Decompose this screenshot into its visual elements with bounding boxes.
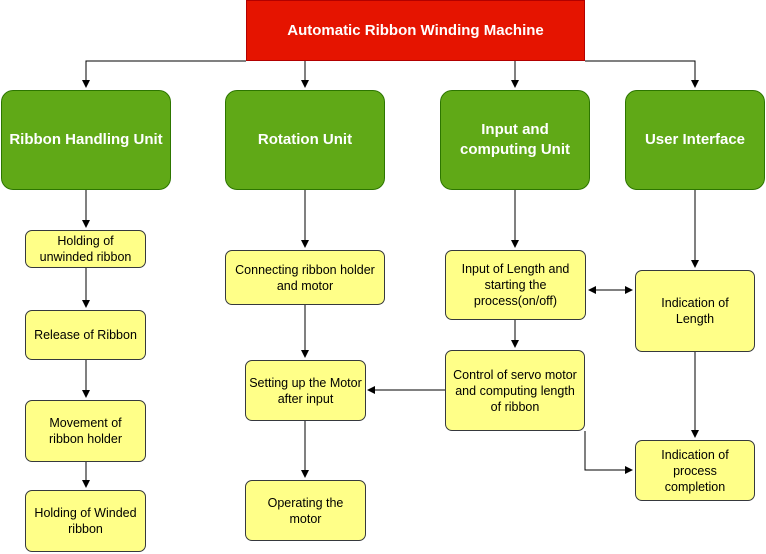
- task-indication-length: Indication of Length: [635, 270, 755, 352]
- task-input-length-label: Input of Length and starting the process…: [461, 262, 570, 308]
- task-holding-winded: Holding of Winded ribbon: [25, 490, 146, 552]
- task-setting-motor: Setting up the Motor after input: [245, 360, 366, 421]
- unit-rotation-label: Rotation Unit: [257, 131, 353, 148]
- task-holding-unwinded-label: Holding of unwinded ribbon: [39, 234, 132, 264]
- unit-ribbon-handling-label: Ribbon Handling Unit: [9, 131, 163, 148]
- task-control-servo: Control of servo motor and computing len…: [445, 350, 585, 431]
- root-title: Automatic Ribbon Winding Machine: [287, 22, 544, 39]
- task-indication-length-label: Indication of Length: [661, 296, 729, 326]
- task-release-ribbon-label: Release of Ribbon: [34, 328, 137, 342]
- task-setting-motor-label: Setting up the Motor after input: [249, 375, 362, 406]
- task-holding-unwinded: Holding of unwinded ribbon: [25, 230, 146, 268]
- edge-root-to-ribbon-handling: [82, 60, 246, 88]
- unit-user-interface-label: User Interface: [644, 131, 746, 148]
- unit-input-computing-label: Input and computing Unit: [460, 121, 570, 158]
- unit-rotation: Rotation Unit: [225, 90, 385, 190]
- task-connecting-holder-label: Connecting ribbon holder and motor: [235, 262, 375, 293]
- root-title-box: Automatic Ribbon Winding Machine: [246, 0, 585, 61]
- unit-input-computing: Input and computing Unit: [440, 90, 590, 190]
- task-indication-completion-label: Indication of process completion: [661, 447, 729, 494]
- unit-user-interface: User Interface: [625, 90, 765, 190]
- task-input-length: Input of Length and starting the process…: [445, 250, 586, 320]
- unit-ribbon-handling: Ribbon Handling Unit: [1, 90, 171, 190]
- edge-root-to-user-interface: [585, 60, 699, 88]
- task-operating-motor: Operating the motor: [245, 480, 366, 541]
- task-operating-motor-label: Operating the motor: [267, 495, 344, 526]
- task-movement-holder: Movement of ribbon holder: [25, 400, 146, 462]
- task-indication-completion: Indication of process completion: [635, 440, 755, 501]
- task-movement-holder-label: Movement of ribbon holder: [49, 416, 122, 446]
- edge-control-to-indication-completion: [584, 431, 633, 474]
- task-holding-winded-label: Holding of Winded ribbon: [34, 506, 137, 536]
- task-release-ribbon: Release of Ribbon: [25, 310, 146, 360]
- task-connecting-holder: Connecting ribbon holder and motor: [225, 250, 385, 305]
- task-control-servo-label: Control of servo motor and computing len…: [453, 367, 577, 414]
